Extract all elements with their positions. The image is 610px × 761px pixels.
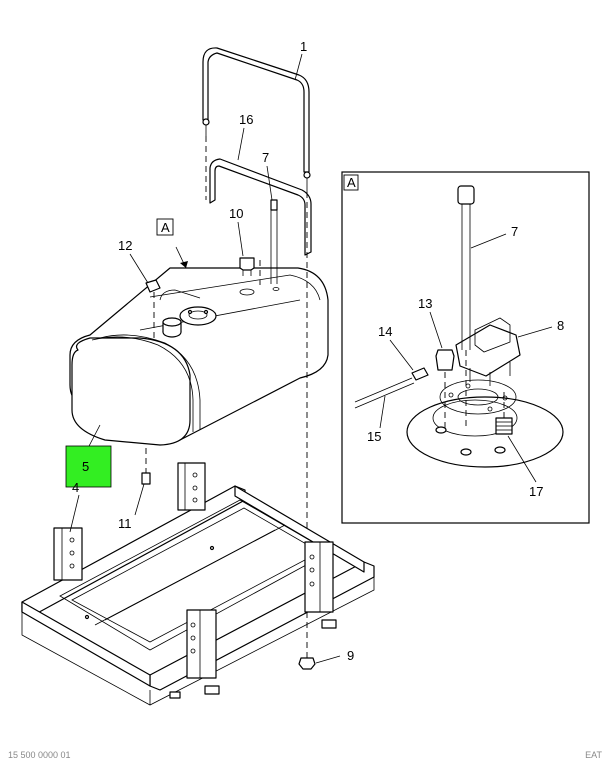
arrow-a bbox=[180, 261, 188, 268]
callout-16: 16 bbox=[239, 112, 253, 127]
callout-12: 12 bbox=[118, 238, 132, 253]
fitting-12 bbox=[145, 279, 161, 340]
footer-right-id: EAT bbox=[585, 750, 602, 760]
leader-9 bbox=[315, 655, 341, 664]
callout-4: 4 bbox=[72, 480, 79, 495]
bracket bbox=[304, 541, 334, 613]
callout-5-highlight[interactable] bbox=[65, 445, 112, 488]
callout-detail-15: 15 bbox=[367, 429, 381, 444]
plug-10 bbox=[239, 257, 255, 276]
leader-12 bbox=[129, 253, 149, 284]
callout-5[interactable]: 5 bbox=[82, 459, 89, 474]
view-a-label: A bbox=[161, 220, 170, 235]
footer-left-id: 15 500 0000 01 bbox=[8, 750, 71, 760]
tube-7 bbox=[270, 199, 278, 284]
callout-9: 9 bbox=[347, 648, 354, 663]
callout-detail-13: 13 bbox=[418, 296, 432, 311]
leader-10 bbox=[237, 221, 244, 257]
detail-a-label-box bbox=[343, 174, 359, 191]
bracket bbox=[53, 527, 83, 581]
leader-1 bbox=[294, 53, 303, 81]
bracket bbox=[177, 462, 206, 511]
strap-1 bbox=[202, 47, 311, 192]
callout-11: 11 bbox=[118, 516, 132, 531]
leader-11 bbox=[134, 483, 145, 516]
leader-7 bbox=[266, 165, 273, 201]
fitting-11 bbox=[141, 448, 151, 485]
leader-detail-7 bbox=[470, 233, 507, 249]
callout-1: 1 bbox=[300, 39, 307, 54]
bracket bbox=[186, 609, 217, 679]
leader-4 bbox=[69, 494, 80, 533]
nut-9 bbox=[298, 657, 316, 670]
callout-10: 10 bbox=[229, 206, 243, 221]
strap-16 bbox=[209, 158, 312, 256]
callout-detail-7: 7 bbox=[511, 224, 518, 239]
callout-detail-14: 14 bbox=[378, 324, 392, 339]
callout-detail-17: 17 bbox=[529, 484, 543, 499]
leader-detail-13 bbox=[429, 311, 443, 349]
fuel-tank-5 bbox=[69, 267, 329, 446]
detail-a-assembly bbox=[354, 185, 564, 468]
leader-detail-8 bbox=[517, 326, 553, 338]
leader-detail-15 bbox=[379, 395, 386, 429]
leader-detail-17 bbox=[507, 435, 537, 483]
detail-a-label: A bbox=[347, 175, 356, 190]
leader-5 bbox=[87, 424, 101, 449]
callout-detail-8: 8 bbox=[557, 318, 564, 333]
view-a-label-box bbox=[156, 218, 174, 236]
callout-7: 7 bbox=[262, 150, 269, 165]
leader-detail-14 bbox=[389, 339, 414, 371]
leader-16 bbox=[237, 127, 245, 161]
